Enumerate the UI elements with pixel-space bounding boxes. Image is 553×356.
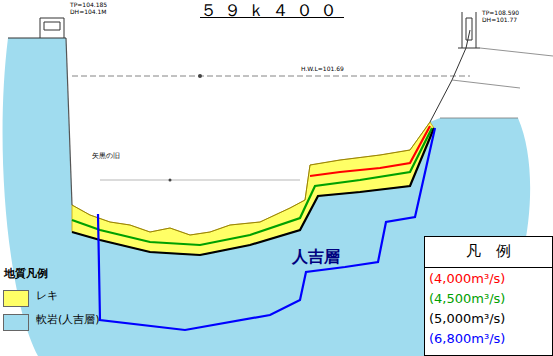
legend-color: (4,000m³/s) bbox=[429, 272, 505, 287]
legend-entry: (5,000m³/s) bbox=[429, 312, 505, 327]
legend-entry: (4,500m³/s) bbox=[429, 292, 505, 307]
legend-entry: 軟岩(人吉層) bbox=[36, 314, 100, 327]
legend-heading: 地質凡例 bbox=[4, 268, 48, 281]
hwl-line bbox=[72, 76, 470, 77]
legend-entry: レキ bbox=[36, 290, 58, 303]
legend-swatch bbox=[3, 290, 29, 307]
gravel-layer bbox=[72, 122, 434, 255]
right-bank-structure bbox=[430, 12, 480, 122]
place-note: 矢黒の旧 bbox=[92, 152, 120, 160]
legend-color: (5,000m³/s) bbox=[429, 312, 505, 327]
legend-color: (4,500m³/s) bbox=[429, 292, 505, 307]
legend-color: (6,800m³/s) bbox=[429, 332, 505, 347]
elevation-note: DH=104.1M bbox=[70, 9, 107, 16]
flow-line-5000 bbox=[72, 128, 434, 255]
elevation-note: DH=101.77 bbox=[482, 17, 517, 24]
left-bank-structure bbox=[40, 18, 64, 38]
elevation-note: TP=108.590 bbox=[482, 10, 519, 17]
section-title: ５９ｋ４００ bbox=[200, 1, 344, 21]
legend-swatch bbox=[3, 314, 29, 331]
elevation-note: TP=104.185 bbox=[70, 2, 107, 9]
flow-line-6800 bbox=[98, 128, 435, 330]
flow-line-4500 bbox=[72, 128, 432, 245]
legend-entry: (4,000m³/s) bbox=[429, 272, 505, 287]
legend-heading: 凡 例 bbox=[466, 243, 511, 260]
legend-box: 凡 例 (4,000m³/s) (4,500m³/s) (5,000m³/s) (6,8… bbox=[424, 236, 553, 356]
layer-name: 人吉層 bbox=[292, 248, 340, 266]
water-level-note: H.W.L=101.69 bbox=[300, 66, 345, 73]
legend-entry: (6,800m³/s) bbox=[429, 332, 505, 347]
